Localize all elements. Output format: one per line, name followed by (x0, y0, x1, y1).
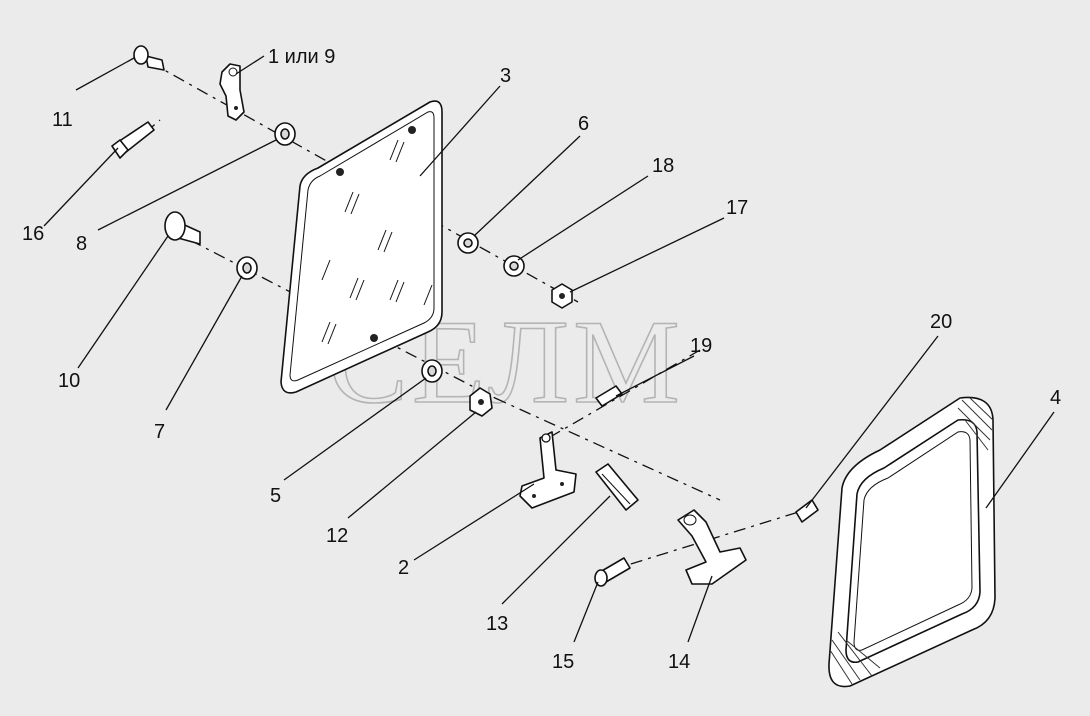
washer-18 (503, 255, 525, 277)
bracket-2 (519, 431, 577, 509)
label-2: 2 (398, 557, 409, 579)
callout-labels: 1 или 9 11 16 8 10 7 3 6 18 17 19 20 4 5… (22, 46, 1061, 673)
bolt-11 (133, 45, 165, 71)
label-12: 12 (326, 525, 348, 547)
nut-12 (469, 387, 493, 417)
label-6: 6 (578, 113, 589, 135)
label-13: 13 (486, 613, 508, 635)
leader-lines (43, 55, 1055, 643)
bushing-7 (236, 256, 258, 280)
label-8: 8 (76, 233, 87, 255)
pin-19-axis (544, 349, 701, 441)
bushing-8 (274, 122, 296, 146)
label-11: 11 (52, 109, 73, 131)
pin-20 (795, 499, 819, 523)
stud-16 (111, 121, 155, 159)
label-17: 17 (726, 197, 748, 219)
washer-6 (457, 232, 479, 254)
label-1-or-9: 1 или 9 (268, 46, 335, 68)
label-3: 3 (500, 65, 511, 87)
block-13 (595, 463, 639, 511)
label-14: 14 (668, 651, 690, 673)
bushing-5 (421, 359, 443, 383)
label-18: 18 (652, 155, 674, 177)
label-10: 10 (58, 370, 80, 392)
glass-panel-3 (280, 100, 443, 394)
label-7: 7 (154, 421, 165, 443)
bracket-1-or-9 (219, 63, 245, 121)
screw-15-axis (604, 509, 806, 573)
hinge-14 (677, 509, 747, 585)
label-16: 16 (22, 223, 44, 245)
screw-15 (594, 557, 631, 587)
frame-seal-4 (828, 396, 996, 688)
pin-19 (595, 385, 623, 407)
knob-10 (164, 211, 201, 245)
label-5: 5 (270, 485, 281, 507)
nut-17 (551, 283, 573, 309)
label-19: 19 (690, 335, 712, 357)
label-15: 15 (552, 651, 574, 673)
label-20: 20 (930, 311, 952, 333)
label-4: 4 (1050, 387, 1061, 409)
